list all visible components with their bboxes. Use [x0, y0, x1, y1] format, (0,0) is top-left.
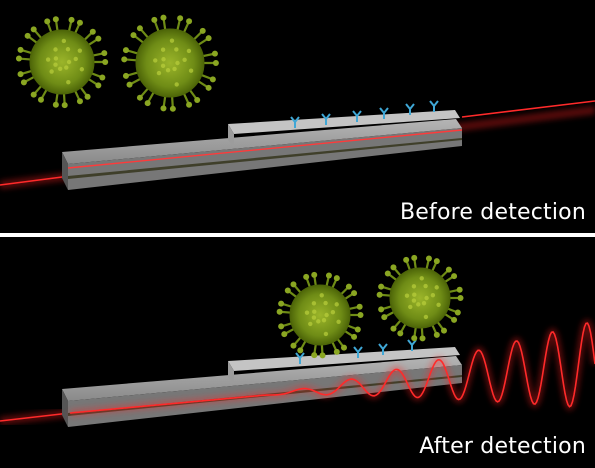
antibody-icon	[290, 100, 439, 128]
after-detection-caption: After detection	[419, 434, 586, 459]
panel-divider	[0, 233, 595, 237]
after-detection-panel: After detection	[0, 237, 595, 468]
laser-beam-icon	[461, 100, 595, 118]
oscillating-signal-icon	[69, 322, 595, 414]
before-detection-caption: Before detection	[399, 200, 586, 225]
laser-beam-icon	[0, 412, 71, 422]
laser-beam-icon	[0, 175, 71, 186]
before-detection-illustration	[0, 14, 595, 190]
virus-icon	[376, 254, 464, 342]
waveguide-icon	[62, 110, 462, 190]
before-detection-panel: Before detection	[0, 0, 595, 233]
virus-icon	[15, 16, 109, 109]
waveguide-icon	[62, 347, 462, 427]
virus-icon	[121, 14, 219, 112]
guided-light	[67, 129, 463, 169]
after-detection-illustration	[0, 254, 595, 427]
virus-icon	[276, 271, 364, 359]
